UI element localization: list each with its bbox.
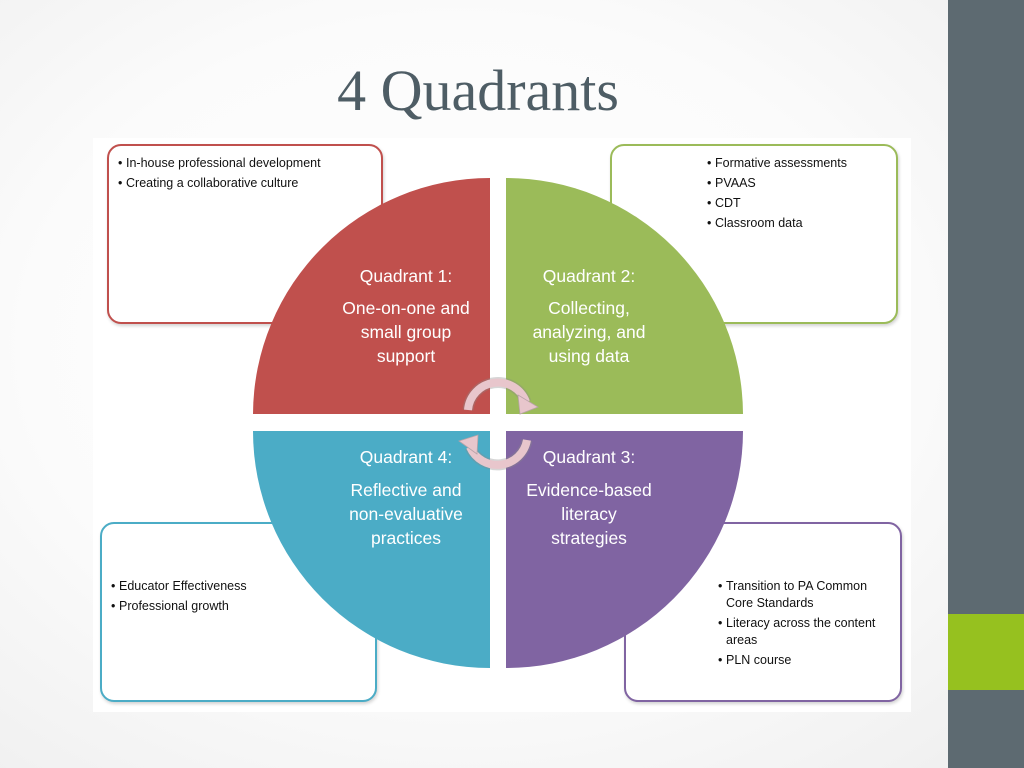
callout-item: •CDT	[707, 195, 741, 210]
callout-item: •Formative assessments	[707, 156, 847, 170]
bullet-icon: •	[118, 156, 123, 170]
callout-item: •Educator Effectiveness	[111, 579, 247, 593]
bullet-icon: •	[718, 652, 723, 667]
quadrant-2-text-line: Collecting,	[548, 298, 630, 318]
bullet-icon: •	[718, 615, 723, 630]
bullet-icon: •	[707, 156, 712, 170]
callout-item: •Creating a collaborative culture	[118, 175, 299, 190]
bullet-icon: •	[707, 215, 712, 230]
quadrant-2-text-line: analyzing, and	[533, 322, 646, 342]
quadrant-1-text-line: small group	[361, 322, 451, 342]
slide-title: 4 Quadrants	[337, 58, 619, 123]
quadrant-4-text-line: practices	[371, 528, 441, 548]
quadrant-4-segment	[253, 431, 490, 668]
quadrant-4-text-line: Reflective and	[351, 480, 462, 500]
quadrant-3-heading: Quadrant 3:	[543, 447, 635, 467]
callout-item: •Professional growth	[111, 598, 229, 613]
bullet-icon: •	[707, 195, 712, 210]
callout-item: •PLN course	[718, 652, 792, 667]
bullet-icon: •	[118, 175, 123, 190]
callout-item: •Classroom data	[707, 215, 803, 230]
quadrant-2-heading: Quadrant 2:	[543, 266, 635, 286]
bullet-icon: •	[111, 579, 116, 593]
callout-item: •Literacy across the content areas	[718, 615, 876, 647]
quadrant-3-text-line: strategies	[551, 528, 627, 548]
callout-item: •PVAAS	[707, 175, 756, 190]
quadrant-3-text-line: Evidence-based	[526, 480, 652, 500]
quadrant-2-segment	[506, 177, 743, 414]
quadrant-4-text-line: non-evaluative	[349, 504, 463, 524]
quadrant-1-text-line: One-on-one and	[342, 298, 469, 318]
quadrant-2-text-line: using data	[549, 346, 630, 366]
bullet-icon: •	[707, 175, 712, 190]
callout-item: •Transition to PA Common Core Standards	[718, 579, 868, 610]
quadrant-3-segment	[506, 431, 743, 668]
quadrant-1-text-line: support	[377, 346, 436, 366]
quadrant-4-heading: Quadrant 4:	[360, 447, 452, 467]
quadrant-1-heading: Quadrant 1:	[360, 266, 452, 286]
sidebar-accent-block	[948, 614, 1024, 690]
cycle-arrows-icon	[458, 377, 539, 471]
callout-item: •In-house professional development	[118, 156, 321, 170]
quadrant-3-text-line: literacy	[561, 504, 617, 524]
quadrant-1-segment	[253, 178, 490, 414]
bullet-icon: •	[111, 598, 116, 613]
bullet-icon: •	[718, 579, 723, 593]
